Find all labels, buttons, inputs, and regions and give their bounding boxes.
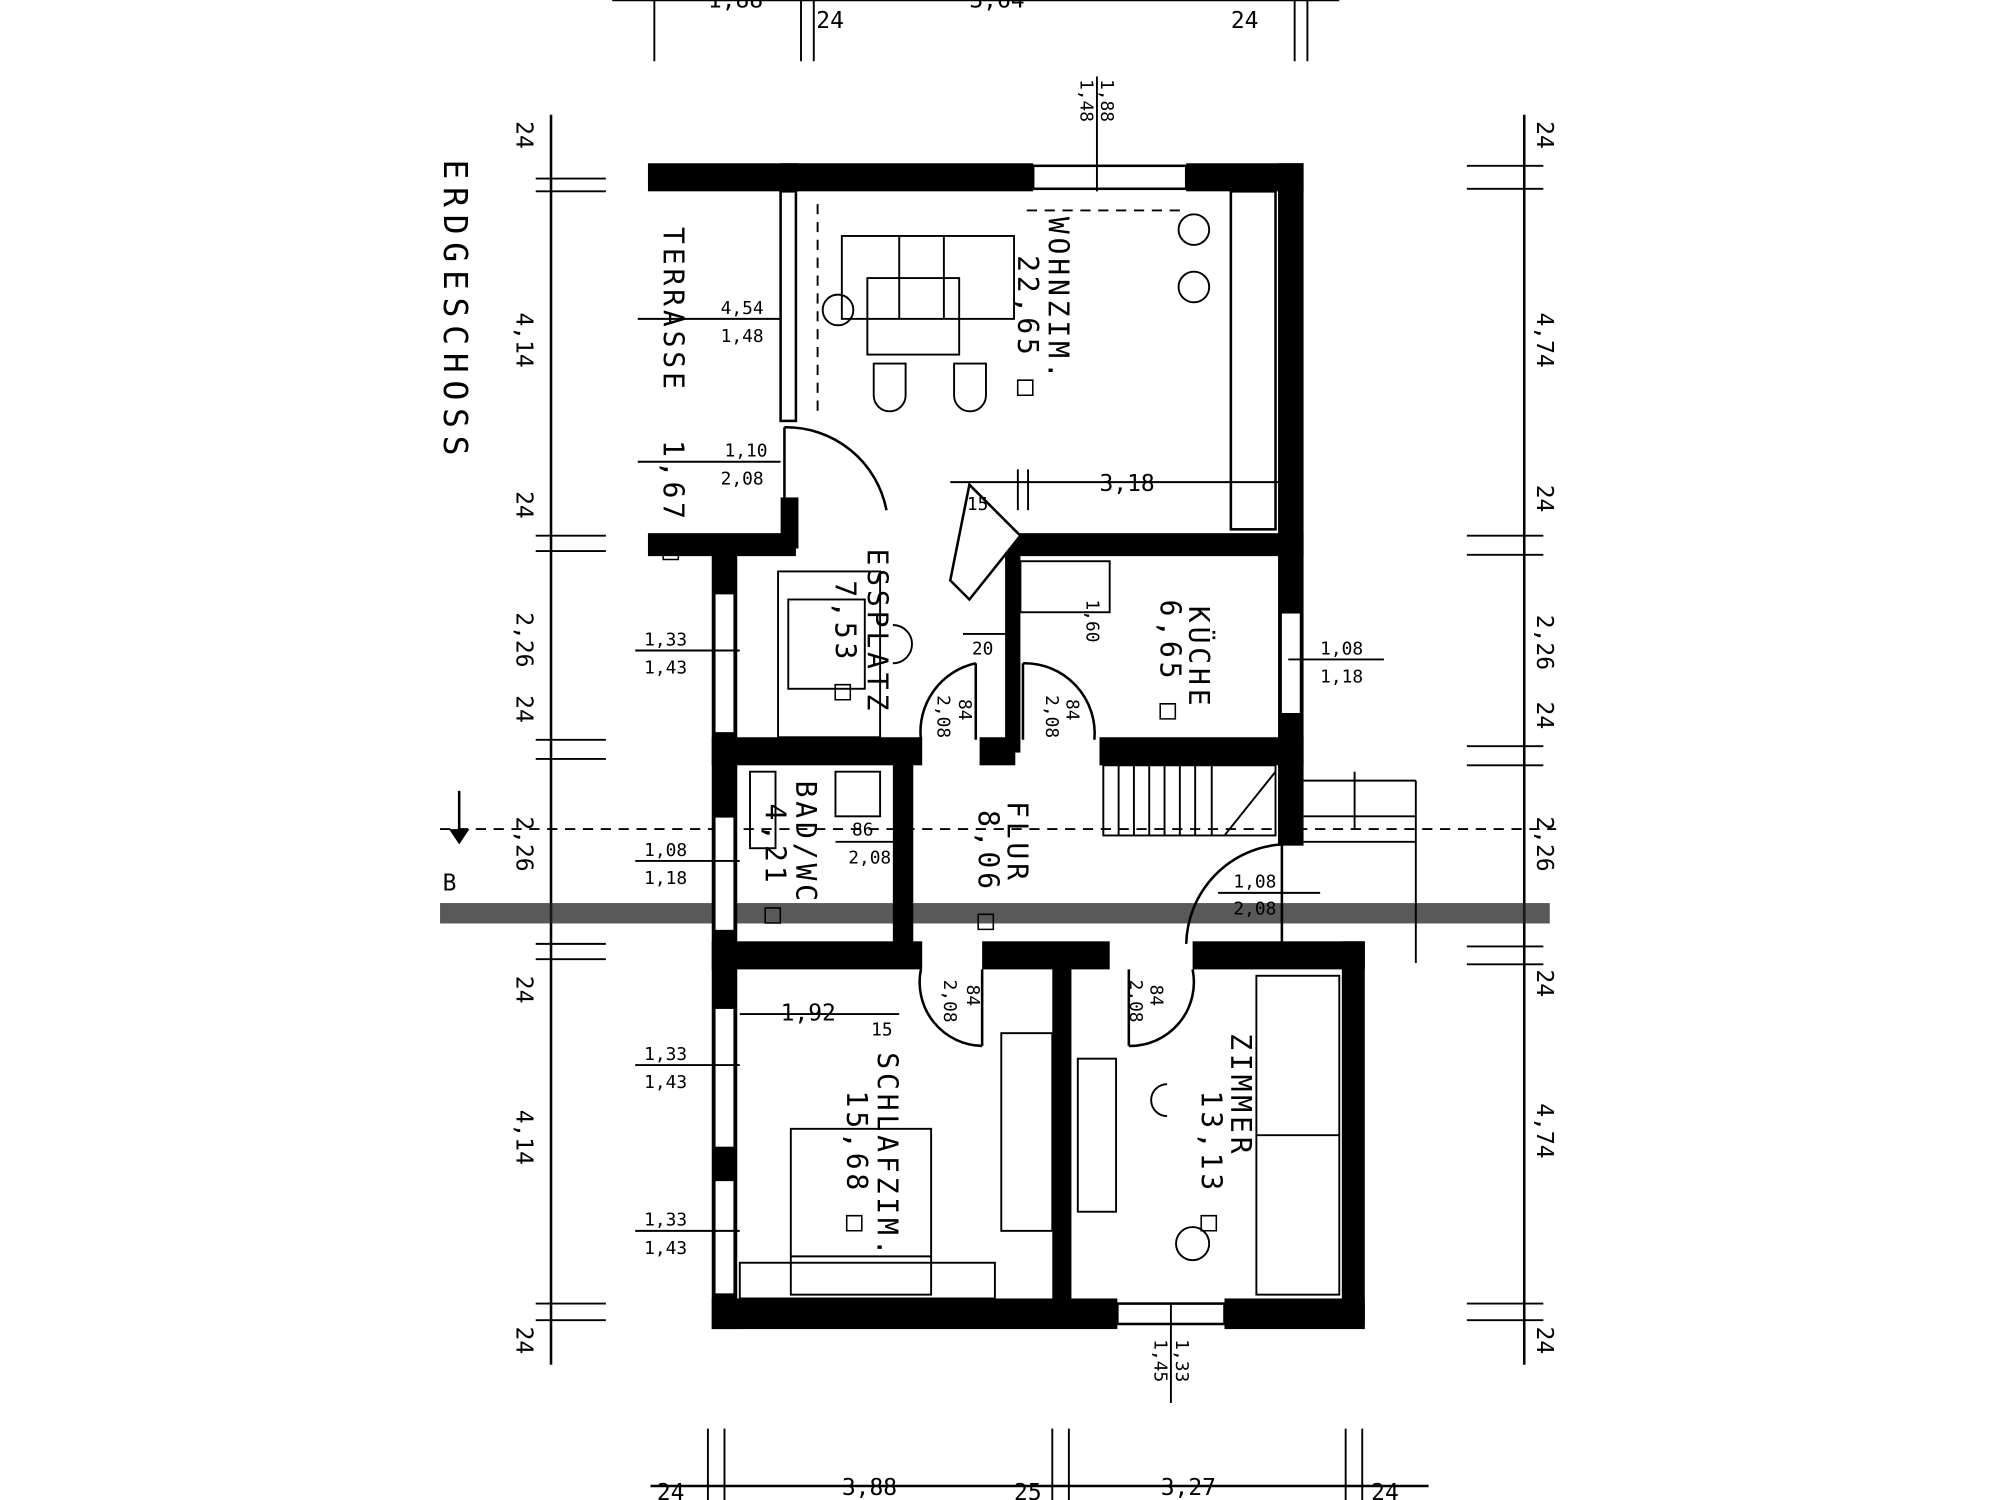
bad-window-h: 1,18: [644, 868, 687, 889]
schlaf-window-1-w: 1,33: [644, 1044, 687, 1065]
zimmer-door-h: 2,08: [1125, 980, 1146, 1023]
kueche-door-w: 84: [1061, 699, 1082, 721]
furniture: [738, 204, 1341, 1300]
wohn-window-left-w: 4,54: [721, 298, 764, 319]
zimmer-window-w: 1,33: [1171, 1339, 1192, 1382]
room-wohnzimmer-name: WOHNZIM.: [1041, 217, 1074, 383]
ess-window-w: 1,33: [644, 629, 687, 650]
kueche-window-h: 1,18: [1320, 666, 1363, 687]
dim-top-3: 3,64: [969, 0, 1024, 14]
dim-bottom-4: 3,27: [1161, 1475, 1216, 1500]
room-schlafzimmer-name: SCHLAFZIM.: [871, 1052, 904, 1259]
dim-left-3: 24: [511, 491, 537, 519]
room-wohnzimmer-area: 22,65 □: [1011, 255, 1044, 400]
dim-left-7: 24: [511, 976, 537, 1004]
zimmer-window-h: 1,45: [1149, 1339, 1170, 1382]
bad-window-w: 1,08: [644, 840, 687, 861]
room-bad-area: 4,21 □: [758, 804, 791, 928]
dim-bottom-3: 25: [1014, 1480, 1042, 1500]
wohn-window-top-h: 1,48: [1075, 79, 1096, 122]
kueche-dim-b: 1,60: [1082, 599, 1103, 642]
inner-dimensions: 3,18 15 1,92 15 20 1,60: [739, 469, 1279, 1041]
room-flur-area: 8,06 □: [971, 810, 1004, 934]
dim-left-1: 24: [511, 121, 537, 149]
floor-title: ERDGESCHOSS: [436, 159, 475, 463]
dim-bottom-1: 24: [657, 1480, 685, 1500]
dim-top-2: 24: [816, 8, 844, 34]
schlaf-offset: 15: [871, 1020, 893, 1041]
opening-labels: 1,88 1,48 4,54 1,48 1,10 2,08 1,33 1,43 …: [635, 76, 1384, 1404]
dim-right-2: 4,74: [1531, 312, 1557, 367]
room-essplatz-name: ESSPLATZ: [860, 548, 893, 714]
dim-left-2: 4,14: [511, 312, 537, 367]
dim-left-6: 2,26: [511, 816, 537, 871]
section-marker: B: [443, 870, 457, 896]
room-terrasse-area: 1,67 □: [656, 440, 689, 564]
room-labels: TERRASSE 1,67 □ WOHNZIM. 22,65 □ ESSPLAT…: [656, 217, 1257, 1260]
wohn-width: 3,18: [1099, 471, 1154, 497]
bad-door-h: 2,08: [848, 848, 891, 869]
dim-top-4: 24: [1231, 8, 1259, 34]
ess-door-w: 84: [954, 699, 975, 721]
dim-right-1: 24: [1531, 121, 1557, 149]
room-flur-name: FLUR: [1001, 801, 1034, 884]
doors: [783, 426, 1284, 1048]
top-dimension-chain: 1,88 24 3,64 24: [612, 0, 1340, 62]
ess-window-h: 1,43: [644, 657, 687, 678]
wohn-window-left-h: 1,48: [721, 326, 764, 347]
dim-right-6: 2,26: [1531, 816, 1557, 871]
dim-left-8: 4,14: [511, 1110, 537, 1165]
room-essplatz-area: 7,53 □: [828, 580, 861, 704]
kueche-window-w: 1,08: [1320, 638, 1363, 659]
right-dimension-chain: 24 4,74 24 2,26 24 2,26 24 4,74 24: [1466, 114, 1557, 1365]
schlaf-window-1-h: 1,43: [644, 1072, 687, 1093]
ess-door-h: 2,08: [933, 695, 954, 738]
terrace-door-h: 2,08: [721, 469, 764, 490]
room-schlafzimmer-area: 15,68 □: [840, 1091, 873, 1236]
kueche-dim-a: 20: [972, 638, 994, 659]
dim-right-4: 2,26: [1531, 615, 1557, 670]
dim-left-5: 24: [511, 695, 537, 723]
bad-door-w: 86: [852, 819, 874, 840]
wohn-window-top-w: 1,88: [1096, 79, 1117, 122]
bottom-dimension-chain: 24 3,88 25 3,27 24: [650, 1428, 1429, 1500]
dim-left-9: 24: [511, 1327, 537, 1355]
kueche-door-h: 2,08: [1041, 695, 1062, 738]
schlaf-width: 1,92: [781, 1000, 836, 1026]
wohn-offset: 15: [967, 494, 989, 515]
room-zimmer-name: ZIMMER: [1224, 1033, 1257, 1157]
dim-bottom-2: 3,88: [842, 1475, 897, 1500]
dim-left-4: 2,26: [511, 612, 537, 667]
dim-top-1: 1,88: [708, 0, 763, 14]
dim-right-8: 4,74: [1531, 1103, 1557, 1158]
room-zimmer-area: 13,13 □: [1195, 1091, 1228, 1236]
dim-right-9: 24: [1531, 1327, 1557, 1355]
zimmer-door-w: 84: [1146, 985, 1167, 1007]
staircase: [1102, 764, 1417, 964]
windows: [713, 164, 1303, 1326]
schlaf-window-2-h: 1,43: [644, 1238, 687, 1259]
room-bad-name: BAD/WC: [789, 781, 822, 905]
schlaf-window-2-w: 1,33: [644, 1210, 687, 1231]
left-dimension-chain: 24 4,14 24 2,26 24 2,26 24 4,14 24: [511, 114, 606, 1365]
room-kueche-name: KÜCHE: [1182, 606, 1216, 710]
terrace-door-w: 1,10: [724, 441, 767, 462]
dim-right-7: 24: [1531, 969, 1557, 997]
room-kueche-area: 6,65 □: [1154, 599, 1187, 723]
schlaf-door-w: 84: [962, 985, 983, 1007]
dim-right-5: 24: [1531, 702, 1557, 730]
entrance-door-h: 2,08: [1233, 899, 1276, 920]
entrance-door-w: 1,08: [1233, 872, 1276, 893]
schlaf-door-h: 2,08: [939, 980, 960, 1023]
room-terrasse-name: TERRASSE: [656, 227, 689, 393]
dim-bottom-5: 24: [1371, 1480, 1399, 1500]
dim-right-3: 24: [1531, 485, 1557, 513]
